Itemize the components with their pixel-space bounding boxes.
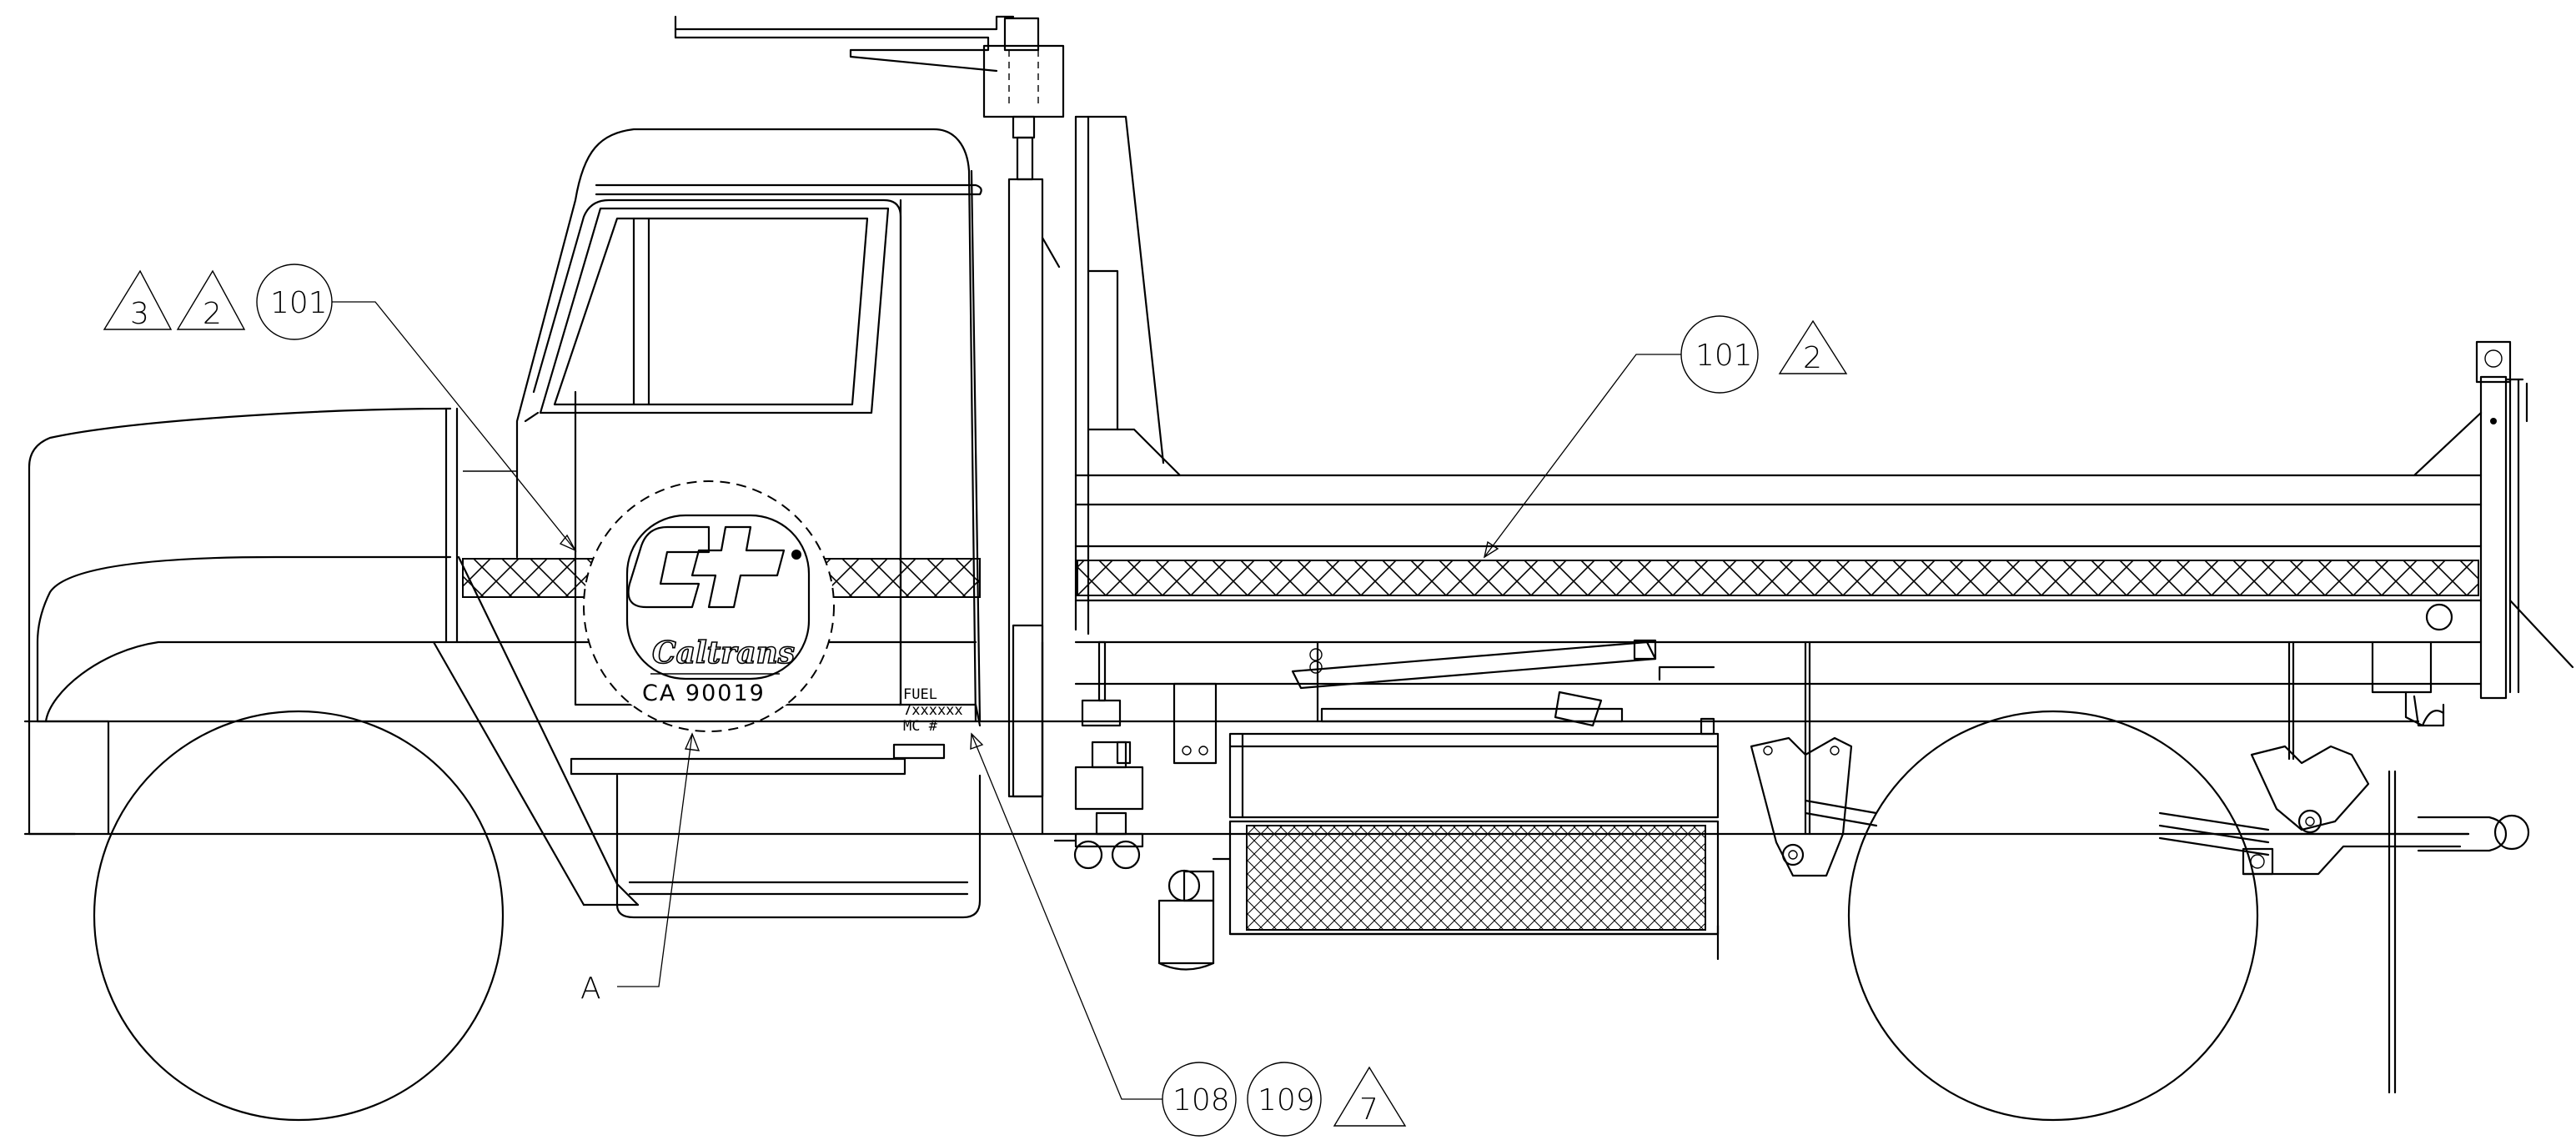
front-wheel [93,710,505,1122]
fuel-tag-line-2: 7xxxxxx [903,702,963,719]
callout-circle-101-left-label: 101 [270,286,328,320]
callout-circle-101-left: 101 [256,264,577,552]
pto-pump-assembly [1053,640,1215,971]
unit-id-number: CA 90019 [642,680,766,706]
callout-triangle-2-right-label: 2 [1803,341,1822,375]
callout-triangle-7: 7 [1333,1066,1407,1127]
callout-circle-101-right: 101 [1483,315,1759,559]
door-logo: Caltrans CA 90019 [583,480,835,732]
exhaust-and-beacon [674,15,1065,798]
frame-rail [23,640,2470,836]
callout-circle-108: 108 [970,732,1237,1137]
dump-body [1074,115,2574,727]
hydraulic-hardware [1173,639,2295,836]
fuel-tag-line-1: FUEL [903,686,937,703]
fuel-tag: FUEL 7xxxxxx MC # [903,686,963,735]
callout-label-a: A [580,732,700,1006]
callout-circle-109: 109 [1247,1062,1322,1137]
callout-label-a-text: A [580,972,601,1006]
callout-circle-101-right-label: 101 [1695,339,1753,373]
callout-triangle-2-left-label: 2 [203,297,222,331]
callout-triangle-2-right: 2 [1778,319,1848,375]
callout-circle-109-label: 109 [1258,1083,1315,1117]
callout-triangle-2-left: 2 [176,269,246,331]
callout-circle-108-label: 108 [1173,1083,1230,1117]
rear-suspension [1750,736,2530,1094]
logo-wordmark: Caltrans [652,635,795,670]
toolbox [1212,717,1720,961]
callout-triangle-3-label: 3 [130,297,149,331]
callout-triangle-3: 3 [103,269,173,331]
rear-wheel [1847,710,2259,1122]
fuel-tank [570,743,982,919]
callout-triangle-7-label: 7 [1359,1092,1378,1127]
